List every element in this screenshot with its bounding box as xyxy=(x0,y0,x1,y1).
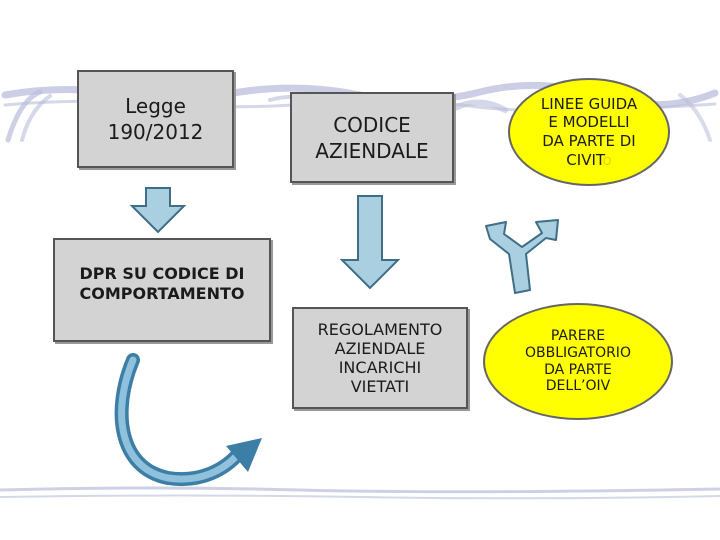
parere-label: PARERE OBBLIGATORIO DA PARTE DELL’OIV xyxy=(525,327,631,395)
parere-ellipse: PARERE OBBLIGATORIO DA PARTE DELL’OIV xyxy=(483,303,673,420)
legge-label: Legge 190/2012 xyxy=(107,94,204,144)
regolamento-box: REGOLAMENTO AZIENDALE INCARICHI VIETATI xyxy=(292,307,468,409)
legge-box: Legge 190/2012 xyxy=(77,70,234,168)
regolamento-label: REGOLAMENTO AZIENDALE INCARICHI VIETATI xyxy=(317,319,443,397)
dpr-label: DPR SU CODICE DI COMPORTAMENTO xyxy=(79,264,245,303)
linee-guida-label: LINEE GUIDA E MODELLI DA PARTE DI CIVITo xyxy=(540,94,638,169)
codice-aziendale-box: CODICE AZIENDALE xyxy=(290,92,454,183)
linee-guida-tail: o xyxy=(602,150,612,169)
linee-guida-ellipse: LINEE GUIDA E MODELLI DA PARTE DI CIVITo xyxy=(508,78,670,186)
codice-aziendale-label: CODICE AZIENDALE xyxy=(315,112,429,163)
dpr-box: DPR SU CODICE DI COMPORTAMENTO xyxy=(53,238,271,342)
